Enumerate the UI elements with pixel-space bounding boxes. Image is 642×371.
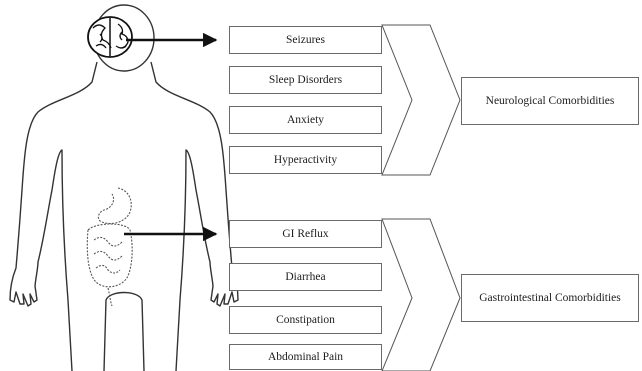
gi-item-diarrhea: Diarrhea [229,263,382,291]
digestive-system-icon [87,188,132,306]
gastrointestinal-category-box: Gastrointestinal Comorbidities [461,274,639,322]
leg-gap [104,293,144,371]
neuro-item-sleep-disorders: Sleep Disorders [229,66,382,94]
body-outline [10,62,238,371]
gastrointestinal-chevron [382,219,460,371]
gi-item-constipation: Constipation [229,306,382,334]
brain-icon [88,17,132,57]
neuro-item-anxiety: Anxiety [229,106,382,134]
gi-item-abdominal-pain: Abdominal Pain [229,344,382,370]
neurological-category-box: Neurological Comorbidities [461,77,639,125]
human-body-figure [10,5,238,371]
neuro-item-hyperactivity: Hyperactivity [229,146,382,174]
gi-item-reflux: GI Reflux [229,220,382,248]
neurological-chevron [382,25,460,175]
neuro-item-seizures: Seizures [229,26,382,54]
